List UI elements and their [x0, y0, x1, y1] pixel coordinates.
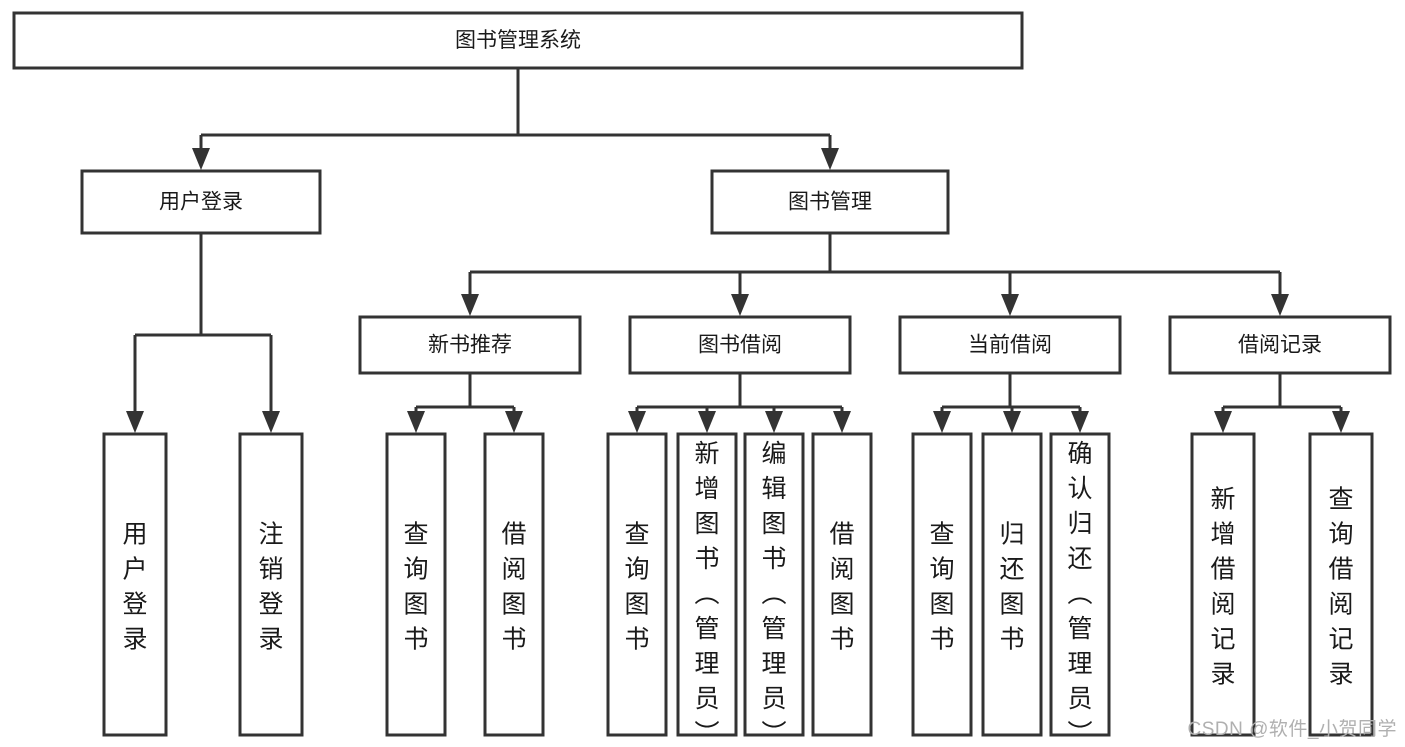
connector-group	[461, 233, 1289, 316]
node-box-leaf-confirm-return[interactable]	[1049, 432, 1111, 737]
node-leaf-return-book[interactable]: 归还图书	[981, 432, 1043, 737]
node-label-book-borrow: 图书借阅	[698, 334, 782, 357]
node-label-leaf-borrow-book: 借阅图书	[829, 521, 854, 654]
node-label-leaf-query-borrow-record: 查询借阅记录	[1328, 486, 1353, 689]
node-label-leaf-return-book: 归还图书	[999, 521, 1024, 654]
node-leaf-borrow-book-rec[interactable]: 借阅图书	[483, 432, 545, 737]
arrow-head-icon	[262, 411, 280, 433]
node-user-login[interactable]: 用户登录	[80, 169, 322, 235]
arrow-head-icon	[833, 411, 851, 433]
node-label-new-book-recommend: 新书推荐	[428, 334, 512, 357]
node-label-current-borrow: 当前借阅	[968, 334, 1052, 357]
connector-group	[192, 68, 839, 170]
arrow-head-icon	[1071, 411, 1089, 433]
node-box-leaf-add-borrow-record[interactable]	[1190, 432, 1256, 737]
arrow-head-icon	[126, 411, 144, 433]
node-label-leaf-confirm-return: 确认归还︵管理员︶	[1067, 440, 1092, 747]
node-box-leaf-user-logout[interactable]	[238, 432, 304, 737]
node-box-book-borrow[interactable]	[628, 315, 852, 375]
node-leaf-borrow-book[interactable]: 借阅图书	[811, 432, 873, 737]
node-label-user-login: 用户登录	[159, 191, 243, 214]
arrow-head-icon	[1271, 294, 1289, 316]
node-leaf-query-book-borrow[interactable]: 查询图书	[606, 432, 668, 737]
node-layer: 图书管理系统用户登录图书管理新书推荐图书借阅当前借阅借阅记录用户登录注销登录查询…	[12, 11, 1392, 747]
node-box-book-manage[interactable]	[710, 169, 950, 235]
arrow-head-icon	[765, 411, 783, 433]
node-box-leaf-borrow-book[interactable]	[811, 432, 873, 737]
node-box-borrow-record[interactable]	[1168, 315, 1392, 375]
node-label-borrow-record: 借阅记录	[1238, 334, 1322, 357]
node-current-borrow[interactable]: 当前借阅	[898, 315, 1122, 375]
connector-group	[407, 373, 523, 433]
node-label-root: 图书管理系统	[455, 29, 581, 52]
node-box-leaf-query-book-rec[interactable]	[385, 432, 447, 737]
arrow-head-icon	[192, 148, 210, 170]
arrow-head-icon	[698, 411, 716, 433]
node-box-leaf-borrow-book-rec[interactable]	[483, 432, 545, 737]
node-leaf-user-login[interactable]: 用户登录	[102, 432, 168, 737]
node-leaf-query-book-rec[interactable]: 查询图书	[385, 432, 447, 737]
node-box-leaf-query-book-borrow[interactable]	[606, 432, 668, 737]
node-leaf-user-logout[interactable]: 注销登录	[238, 432, 304, 737]
arrow-head-icon	[628, 411, 646, 433]
connector-group	[628, 373, 851, 433]
node-book-borrow[interactable]: 图书借阅	[628, 315, 852, 375]
node-label-leaf-add-book: 新增图书︵管理员︶	[694, 440, 719, 747]
node-box-user-login[interactable]	[80, 169, 322, 235]
arrow-head-icon	[1003, 411, 1021, 433]
arrow-head-icon	[1001, 294, 1019, 316]
arrow-head-icon	[821, 148, 839, 170]
connector-group	[1214, 373, 1350, 433]
arrow-head-icon	[1214, 411, 1232, 433]
node-label-leaf-edit-book: 编辑图书︵管理员︶	[761, 440, 786, 747]
connector-layer	[126, 68, 1350, 433]
node-box-leaf-edit-book[interactable]	[743, 432, 805, 737]
node-box-leaf-query-borrow-record[interactable]	[1308, 432, 1374, 737]
arrow-head-icon	[1332, 411, 1350, 433]
connector-group	[933, 373, 1089, 433]
node-box-current-borrow[interactable]	[898, 315, 1122, 375]
node-box-leaf-add-book[interactable]	[676, 432, 738, 737]
node-new-book-recommend[interactable]: 新书推荐	[358, 315, 582, 375]
node-book-manage[interactable]: 图书管理	[710, 169, 950, 235]
node-label-book-manage: 图书管理	[788, 191, 872, 214]
node-box-leaf-user-login[interactable]	[102, 432, 168, 737]
node-box-new-book-recommend[interactable]	[358, 315, 582, 375]
node-leaf-add-book[interactable]: 新增图书︵管理员︶	[676, 432, 738, 747]
node-label-leaf-query-book-rec: 查询图书	[403, 521, 428, 654]
arrow-head-icon	[505, 411, 523, 433]
arrow-head-icon	[933, 411, 951, 433]
arrow-head-icon	[461, 294, 479, 316]
node-label-leaf-user-login: 用户登录	[122, 521, 147, 654]
watermark-text: CSDN @软件_小贺同学	[1187, 719, 1397, 740]
node-label-leaf-borrow-book-rec: 借阅图书	[501, 521, 526, 654]
node-root[interactable]: 图书管理系统	[12, 11, 1024, 70]
node-leaf-edit-book[interactable]: 编辑图书︵管理员︶	[743, 432, 805, 747]
node-leaf-query-borrow-record[interactable]: 查询借阅记录	[1308, 432, 1374, 737]
arrow-head-icon	[407, 411, 425, 433]
node-label-leaf-add-borrow-record: 新增借阅记录	[1210, 486, 1235, 689]
node-label-leaf-query-book-borrow: 查询图书	[624, 521, 649, 654]
arrow-head-icon	[731, 294, 749, 316]
connector-group	[126, 233, 280, 433]
node-leaf-confirm-return[interactable]: 确认归还︵管理员︶	[1049, 432, 1111, 747]
node-leaf-add-borrow-record[interactable]: 新增借阅记录	[1190, 432, 1256, 737]
node-label-leaf-query-book-current: 查询图书	[929, 521, 954, 654]
node-box-leaf-query-book-current[interactable]	[911, 432, 973, 737]
node-leaf-query-book-current[interactable]: 查询图书	[911, 432, 973, 737]
node-box-leaf-return-book[interactable]	[981, 432, 1043, 737]
node-borrow-record[interactable]: 借阅记录	[1168, 315, 1392, 375]
node-label-leaf-user-logout: 注销登录	[258, 521, 283, 654]
node-box-root[interactable]	[12, 11, 1024, 70]
